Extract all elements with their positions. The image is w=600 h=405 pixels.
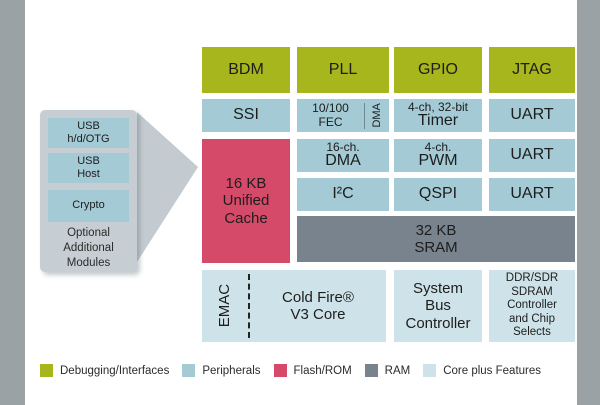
timer-label: Timer: [417, 112, 459, 130]
legend-item-debugging: Debugging/Interfaces: [40, 364, 169, 377]
fec-dma-zone: DMA: [365, 103, 389, 127]
left-frame-band: [0, 0, 25, 405]
uart3-block: UART: [489, 178, 575, 211]
legend-item-core: Core plus Features: [423, 364, 541, 377]
peripherals-swatch-icon: [182, 364, 196, 377]
legend-label-peripherals: Peripherals: [202, 364, 261, 377]
legend-label-core: Core plus Features: [443, 364, 542, 377]
legend-label-debugging: Debugging/Interfaces: [60, 364, 170, 377]
gpio-block: GPIO: [394, 47, 482, 93]
uart2-block: UART: [489, 139, 575, 172]
fec-dma-divider: [364, 102, 365, 129]
legend-item-flash: Flash/ROM: [273, 364, 352, 377]
i2c-block: I²C: [297, 178, 389, 211]
timer-block: 4-ch, 32-bit Timer: [394, 99, 482, 132]
right-frame-band: [577, 0, 600, 405]
optional-modules-panel: USB h/d/OTG USB Host Crypto Optional Add…: [40, 110, 137, 272]
usb-otg-block: USB h/d/OTG: [48, 118, 129, 148]
uart1-block: UART: [489, 99, 575, 132]
pwm-block: 4-ch. PWM: [394, 139, 482, 172]
dma-label: DMA: [325, 152, 361, 170]
fec-label-zone: 10/100 FEC: [297, 100, 364, 130]
system-bus-controller-block: System Bus Controller: [394, 270, 482, 342]
optional-modules-caption: Optional Additional Modules: [63, 227, 114, 269]
debugging-swatch-icon: [40, 364, 53, 377]
coldfire-core-label: Cold Fire® V3 Core: [282, 288, 354, 323]
fec-dma-label: DMA: [370, 103, 383, 128]
fec-block: 10/100 FEC DMA: [297, 99, 389, 132]
sdram-controller-block: DDR/SDR SDRAM Controller and Chip Select…: [489, 270, 575, 342]
dma-block: 16-ch. DMA: [297, 139, 389, 172]
qspi-block: QSPI: [394, 178, 482, 211]
pwm-label: PWM: [418, 152, 458, 170]
timer-sublabel: 4-ch, 32-bit: [407, 99, 469, 114]
pwm-sublabel: 4-ch.: [424, 139, 452, 154]
emac-core-divider: [248, 274, 250, 338]
core-swatch-icon: [423, 364, 437, 377]
sram-block: 32 KB SRAM: [297, 216, 575, 262]
legend: Debugging/Interfaces Peripherals Flash/R…: [40, 364, 541, 377]
jtag-block: JTAG: [489, 47, 575, 93]
legend-label-ram: RAM: [384, 364, 411, 377]
ram-swatch-icon: [364, 364, 378, 377]
bdm-block: BDM: [202, 47, 290, 93]
legend-item-peripherals: Peripherals: [182, 364, 261, 377]
legend-label-flash: Flash/ROM: [293, 364, 352, 377]
emac-label: EMAC: [216, 284, 234, 328]
emac-zone: EMAC: [202, 270, 248, 342]
flash-swatch-icon: [273, 364, 287, 377]
core-block: EMAC Cold Fire® V3 Core: [202, 270, 386, 342]
crypto-block: Crypto: [48, 190, 129, 222]
dma-sublabel: 16-ch.: [326, 139, 360, 154]
coldfire-core-zone: Cold Fire® V3 Core: [250, 270, 386, 342]
unified-cache-block: 16 KB Unified Cache: [202, 139, 290, 263]
pll-block: PLL: [297, 47, 389, 93]
ssi-block: SSI: [202, 99, 290, 132]
usb-host-block: USB Host: [48, 153, 129, 183]
fec-label: 10/100 FEC: [312, 100, 349, 129]
callout-arrow-icon: [137, 112, 198, 262]
legend-item-ram: RAM: [364, 364, 411, 377]
